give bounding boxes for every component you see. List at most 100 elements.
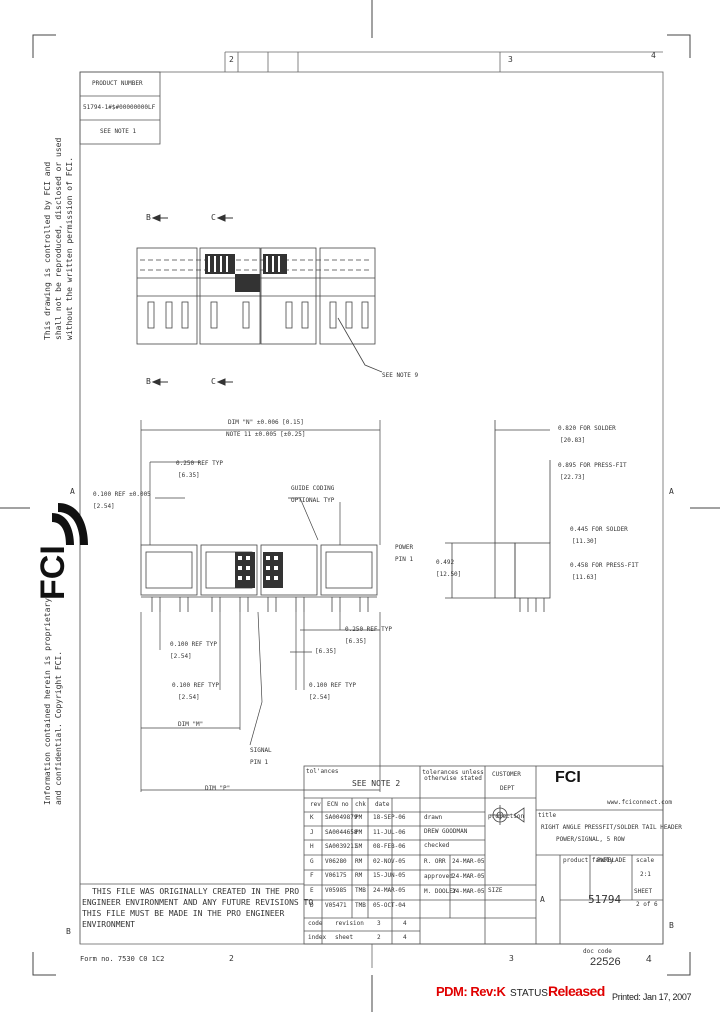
rev-cell: V06280 (325, 857, 347, 865)
rev-cell: E (310, 887, 314, 894)
side-text-lower-2: and confidential. Copyright FCI. (54, 650, 63, 805)
zone-left-a: A (70, 487, 75, 496)
top-view-connector (136, 247, 376, 345)
rev-cell: K (310, 814, 314, 821)
side-445: 0.445 FOR SOLDER (570, 526, 628, 533)
cad-note-line4: ENVIRONMENT (82, 920, 135, 929)
rev-cell: 02-NOV-05 (373, 857, 406, 865)
ref-250-mm: [6.35] (178, 472, 200, 479)
tb-checked-label: checked (424, 842, 450, 849)
ref-250: 0.250 REF TYP (176, 460, 223, 467)
tb-product-family: PWRBLADE (597, 857, 626, 864)
tb-scale: 2:1 (640, 871, 651, 878)
status-prefix: STATUS (510, 988, 548, 999)
zone-right-a: A (669, 487, 674, 496)
ref-250-b-mm2: [6.35] (315, 648, 337, 655)
product-number-header: PRODUCT NUMBER (92, 80, 143, 87)
drawing-border (79, 71, 664, 945)
view-label-c-bottom: C (211, 377, 216, 386)
dim-m: DIM "M" (178, 721, 204, 728)
dim-n-line2: NOTE 11 ±0.005 [±0.25] (226, 431, 306, 438)
rev-cell: V05985 (325, 887, 347, 894)
side-895: 0.895 FOR PRESS-FIT (558, 462, 627, 469)
tb-drawn-label: drawn (424, 814, 443, 821)
side-height-mm: [12.50] (436, 571, 462, 578)
view-label-b-bottom: B (146, 377, 151, 386)
tb-format-1: revision (335, 920, 364, 927)
zone-bottom-3: 3 (509, 954, 514, 963)
rev-cell: RM (355, 872, 363, 880)
signal-pin-label-2: PIN 1 (250, 759, 269, 766)
rev-cell: G (310, 857, 314, 865)
fci-logo-marks (52, 503, 88, 545)
tb-sheet: 2 of 6 (636, 901, 658, 908)
tb-tolerance-label: tolerances unless otherwise stated (422, 769, 484, 782)
side-820: 0.820 FOR SOLDER (558, 425, 616, 432)
rev-cell: J (310, 828, 314, 836)
tb-tol-prefix: tol'ances (306, 768, 339, 775)
zone-top-4: 4 (651, 51, 656, 60)
rev-col-chk: chk (355, 801, 366, 808)
cad-note-line2: ENGINEER ENVIRONMENT AND ANY FUTURE REVI… (82, 898, 314, 907)
ref-100-b-mm: [2.54] (178, 694, 200, 701)
rev-cell: D (310, 901, 314, 909)
corner-mark-tr (667, 34, 691, 58)
tb-doc-code-label: doc code (583, 948, 612, 955)
tb-title-label: title (538, 812, 557, 819)
rev-col-rev: rev (310, 801, 321, 808)
side-text-upper-3: without the written permission of FCI. (65, 156, 74, 340)
tb-dept: DEPT (500, 785, 515, 792)
side-458: 0.458 FOR PRESS-FIT (570, 562, 639, 569)
tb-format-2: 3 (377, 920, 381, 927)
side-820-mm: [20.83] (560, 437, 586, 444)
tb-date-1: 24-MAR-05 (452, 858, 485, 865)
status-block: STATUSReleased (510, 983, 605, 1003)
pdm-revision: PDM: Rev:K (436, 983, 506, 1003)
cad-note-line1: THIS FILE WAS ORIGINALLY CREATED IN THE … (92, 887, 300, 896)
ref-250-b-mm: [6.35] (345, 638, 367, 645)
power-pin-label-1: POWER (395, 544, 414, 551)
rev-cell: 08-FEB-06 (373, 843, 406, 851)
rev-cell: H (310, 843, 314, 851)
rev-cell: SA0044658 (325, 828, 358, 836)
zone-top-3: 3 (508, 55, 513, 64)
tb-format-0: code (308, 920, 323, 927)
corner-mark-bl (32, 952, 56, 976)
zone-right-b: B (669, 921, 674, 930)
tb-name-3: M. DOOLEY (424, 888, 457, 895)
tb-size-label: SIZE (488, 887, 503, 894)
tb-doc-number: 51794 (588, 893, 622, 906)
tb-website: www.fciconnect.com (607, 799, 673, 806)
ref-100-a: 0.100 REF TYP (170, 641, 217, 648)
title-block-lines (80, 765, 664, 945)
rev-cell: 11-JUL-06 (373, 828, 406, 836)
side-458-mm: [11.63] (572, 574, 598, 581)
rev-cell: SM (355, 843, 363, 851)
tb-name-2: R. ORR (424, 858, 446, 865)
tb-index-3: 4 (403, 934, 407, 941)
pdm-text: PDM: Rev:K (436, 984, 506, 999)
dim-ae: 0.100 REF ±0.005 (93, 491, 151, 498)
tb-date-3: 24-MAR-05 (452, 888, 485, 895)
ref-100-c-mm: [2.54] (309, 694, 331, 701)
rev-col-date: date (375, 801, 390, 808)
side-fci-logo: FCI (34, 545, 72, 600)
form-number: Form no. 7530 C0 1C2 (80, 955, 165, 963)
tb-size: A (540, 895, 545, 904)
coding-label-1: GUIDE CODING (291, 485, 335, 492)
zone-bottom-2: 2 (229, 954, 234, 963)
tb-scale-label: scale (636, 857, 655, 864)
ref-250-b: 0.250 REF TYP (345, 626, 392, 633)
rev-cell: PM (355, 828, 363, 836)
rev-col-ecn: ECN no (327, 801, 349, 808)
side-height: 0.492 (436, 559, 455, 566)
printed-date: Printed: Jan 17, 2007 (612, 987, 692, 1007)
rev-cell: 24-MAR-05 (373, 887, 406, 894)
view-label-b-top: B (146, 213, 151, 222)
signal-pin-label-1: SIGNAL (250, 747, 272, 754)
tb-projection: projection (488, 813, 525, 820)
corner-mark-tl (32, 34, 56, 58)
power-pin-label-2: PIN 1 (395, 556, 414, 563)
product-number-note: SEE NOTE 1 (100, 128, 137, 135)
